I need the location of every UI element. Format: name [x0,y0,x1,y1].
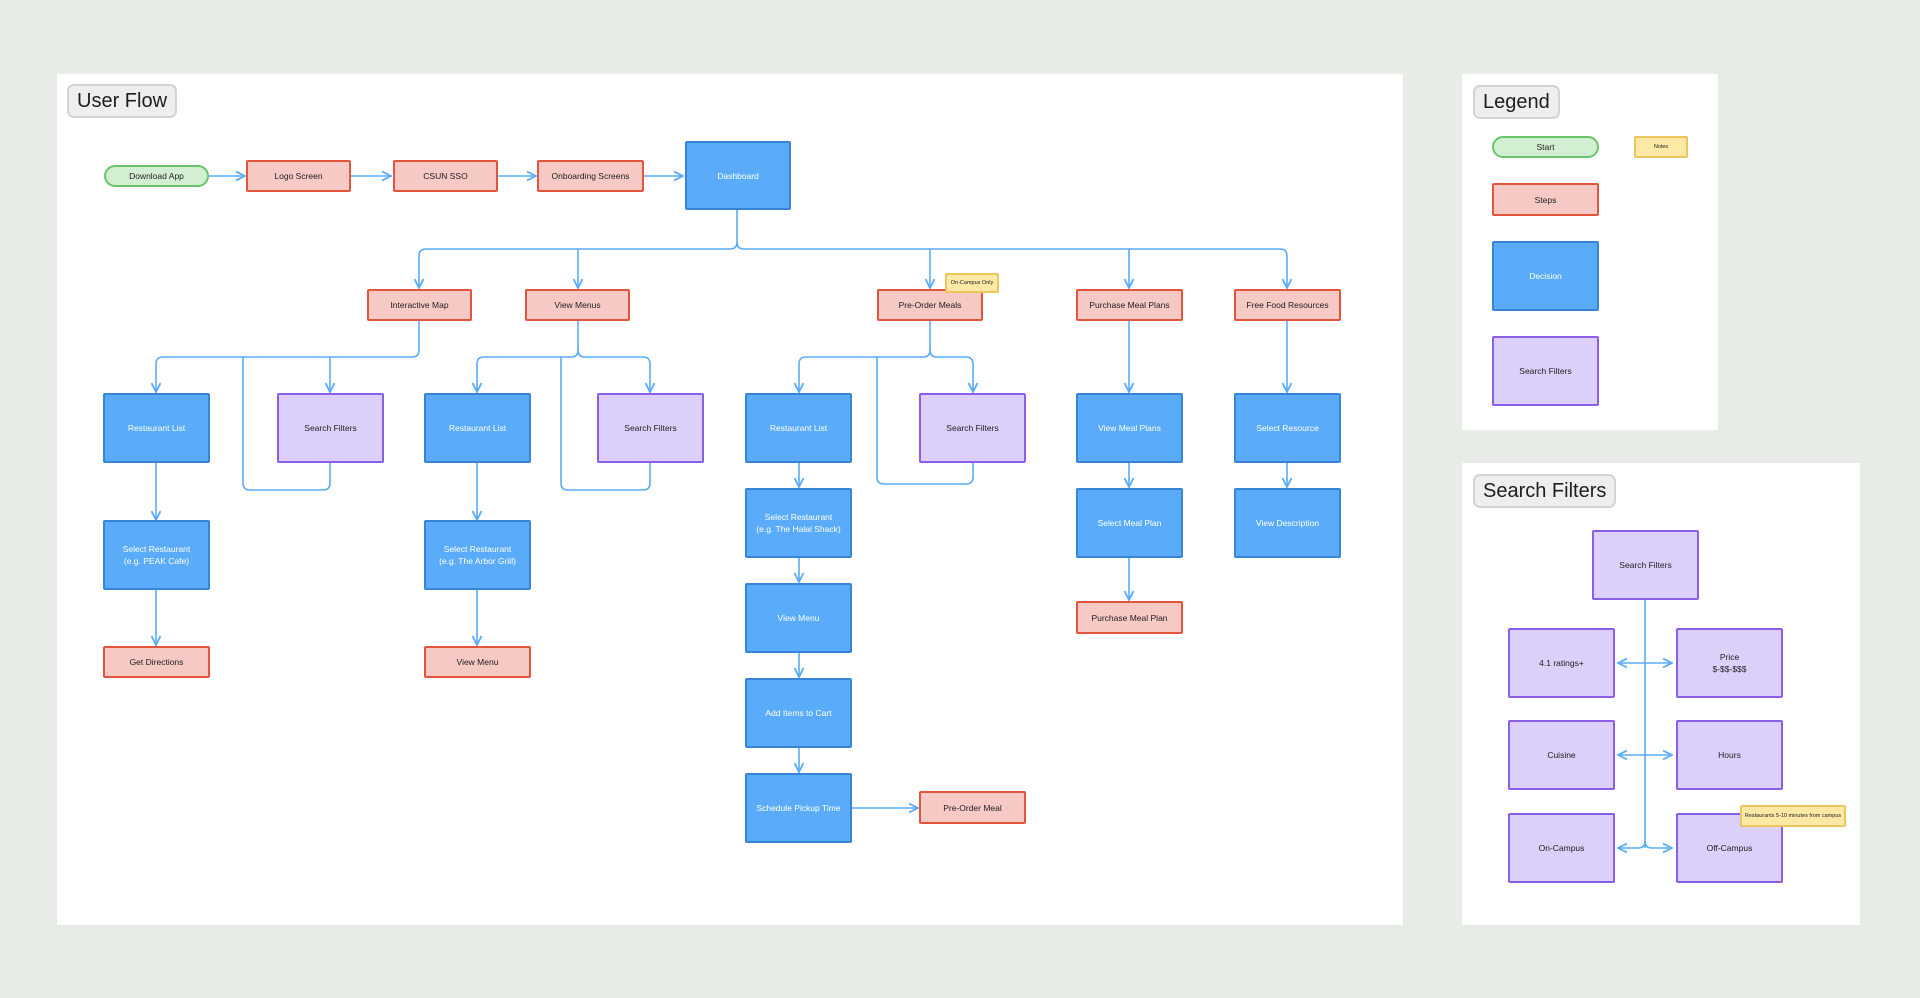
legend-decision: Decision [1492,241,1599,311]
view-meal-plans-decision[interactable]: View Meal Plans [1076,393,1183,463]
pre-order-meals-step[interactable]: Pre-Order Meals [877,289,983,321]
schedule-pickup-time-decision[interactable]: Schedule Pickup Time [745,773,852,843]
view-description-decision[interactable]: View Description [1234,488,1341,558]
select-restaurant-arbor-grill[interactable]: Select Restaurant (e.g. The Arbor Grill) [424,520,531,590]
onboarding-screens-step[interactable]: Onboarding Screens [537,160,644,192]
restaurant-list-menus[interactable]: Restaurant List [424,393,531,463]
legend-steps: Steps [1492,183,1599,216]
search-filters-preorder[interactable]: Search Filters [919,393,1026,463]
restaurant-list-preorder[interactable]: Restaurant List [745,393,852,463]
get-directions-step[interactable]: Get Directions [103,646,210,678]
view-menu-decision[interactable]: View Menu [745,583,852,653]
free-food-resources-step[interactable]: Free Food Resources [1234,289,1341,321]
on-campus-filter[interactable]: On-Campus [1508,813,1615,883]
hours-filter[interactable]: Hours [1676,720,1783,790]
select-resource-decision[interactable]: Select Resource [1234,393,1341,463]
search-filters-menus[interactable]: Search Filters [597,393,704,463]
legend-start: Start [1492,136,1599,158]
logo-screen-step[interactable]: Logo Screen [246,160,351,192]
restaurant-list-map[interactable]: Restaurant List [103,393,210,463]
dashboard-decision[interactable]: Dashboard [685,141,791,210]
select-restaurant-peak-cafe[interactable]: Select Restaurant (e.g. PEAK Cafe) [103,520,210,590]
download-app-start[interactable]: Download App [104,165,209,187]
cuisine-filter[interactable]: Cuisine [1508,720,1615,790]
purchase-meal-plan-step[interactable]: Purchase Meal Plan [1076,601,1183,634]
interactive-map-step[interactable]: Interactive Map [367,289,472,321]
select-meal-plan-decision[interactable]: Select Meal Plan [1076,488,1183,558]
csun-sso-step[interactable]: CSUN SSO [393,160,498,192]
search-filters-map[interactable]: Search Filters [277,393,384,463]
select-restaurant-peak[interactable]: Select Restaurant (e.g. The Halal Shack) [745,488,852,558]
view-menu-step[interactable]: View Menu [424,646,531,678]
search-filters-root[interactable]: Search Filters [1592,530,1699,600]
off-campus-note: Restaurants 5-10 minutes from campus [1740,805,1846,827]
user-flow-title: User Flow [67,84,178,118]
view-menus-step[interactable]: View Menus [525,289,630,321]
search-filters-title: Search Filters [1473,474,1617,508]
legend-search-filters: Search Filters [1492,336,1599,406]
legend-notes: Notes [1634,136,1688,158]
price-filter[interactable]: Price $-$$-$$$ [1676,628,1783,698]
purchase-meal-plans-step[interactable]: Purchase Meal Plans [1076,289,1183,321]
legend-title: Legend [1473,85,1560,119]
ratings-filter[interactable]: 4.1 ratings+ [1508,628,1615,698]
pre-order-meal-step[interactable]: Pre-Order Meal [919,791,1026,824]
add-items-to-cart-decision[interactable]: Add Items to Cart [745,678,852,748]
on-campus-only-note: On-Campus Only [945,273,999,293]
